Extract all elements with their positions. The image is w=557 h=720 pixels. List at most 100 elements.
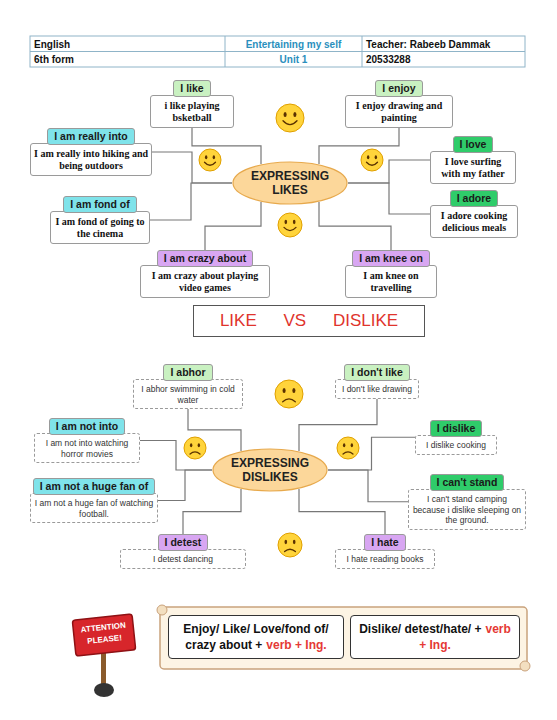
branch-box: I am crazy aboutI am crazy about playing… — [140, 250, 270, 298]
branch-box: I adoreI adore cooking delicious meals — [430, 190, 518, 238]
emoji — [199, 149, 221, 171]
branch-line — [299, 399, 377, 451]
oval-shape — [233, 162, 347, 204]
emoji-eye — [284, 540, 287, 544]
emoji — [278, 533, 302, 557]
table-rule — [362, 36, 363, 67]
example-sentence: i like playing bsketball — [150, 95, 234, 128]
central-label: EXPRESSING LIKES — [247, 169, 333, 197]
branch-heading: I am not into — [49, 418, 125, 435]
branch-line — [348, 160, 430, 183]
example-sentence: I hate reading books — [335, 549, 435, 569]
example-sentence: I am crazy about playing video games — [140, 265, 270, 298]
emoji-face — [278, 533, 302, 557]
example-sentence: I love surfing with my father — [430, 151, 516, 184]
table-rule — [30, 51, 525, 52]
scroll-frame — [157, 605, 530, 671]
example-sentence: I am fond of going to the cinema — [50, 211, 150, 244]
branch-box: I detestI detest dancing — [120, 534, 246, 569]
branch-heading: I am knee on — [352, 250, 430, 267]
branch-heading: I like — [173, 80, 210, 97]
branch-box: I am not intoI am not into watching horr… — [34, 418, 140, 463]
branch-line — [152, 152, 232, 183]
branch-heading: I am not a huge fan of — [33, 478, 156, 495]
example-sentence: I can't stand camping because i dislike … — [408, 489, 526, 530]
example-sentence: I don't like drawing — [335, 379, 419, 399]
emoji — [278, 213, 302, 237]
branch-heading: I adore — [450, 190, 498, 207]
section-title: LIKE VS DISLIKE — [220, 311, 398, 331]
branch-heading: I am really into — [47, 128, 135, 145]
rule-text: Dislike/ detest/hate/ + — [359, 622, 481, 636]
emoji-eye — [283, 388, 286, 393]
emoji-face — [275, 380, 303, 408]
example-sentence: I enjoy drawing and painting — [345, 95, 453, 128]
emoji-mouth — [343, 452, 353, 454]
table-cell: Teacher: Rabeeb Dammak — [366, 38, 521, 51]
branch-box: I dislikeI dislike cooking — [415, 420, 497, 455]
title-box: LIKE VS DISLIKE — [193, 305, 425, 337]
emoji-eye — [284, 220, 287, 224]
example-sentence: I am knee on travelling — [345, 265, 437, 298]
branch-line — [188, 409, 241, 451]
emoji-face — [276, 104, 304, 132]
branch-line — [319, 202, 391, 250]
branch-line — [158, 470, 212, 501]
example-sentence: I am not into watching horror movies — [34, 433, 140, 463]
attention-sign — [72, 614, 135, 697]
emoji-face — [361, 149, 383, 171]
emoji-mouth — [284, 227, 296, 230]
branch-heading: I love — [453, 136, 494, 153]
branch-box: I hateI hate reading books — [335, 534, 435, 569]
branch-heading: I abhor — [163, 364, 212, 381]
emoji-eye — [198, 443, 200, 447]
table-border — [30, 36, 525, 67]
emoji-mouth — [283, 399, 296, 402]
branch-heading: I dislike — [430, 420, 483, 437]
scroll-curl — [520, 661, 530, 671]
branch-heading: I don't like — [344, 364, 410, 381]
branch-box: I am knee onI am knee on travelling — [345, 250, 437, 298]
emoji-eye — [343, 443, 345, 447]
table-cell: Entertaining my self — [225, 38, 362, 51]
emoji-eye — [293, 540, 296, 544]
emoji-eye — [190, 443, 192, 447]
branch-line — [205, 202, 261, 250]
branch-line — [299, 489, 385, 534]
sign-board — [72, 614, 135, 656]
emoji-face — [278, 213, 302, 237]
branch-line — [140, 441, 212, 471]
emoji-eye — [375, 155, 377, 159]
emoji-mouth — [367, 162, 378, 165]
scroll-curl — [157, 605, 167, 615]
emoji-face — [199, 149, 221, 171]
branch-line — [150, 183, 232, 220]
branch-box: I am really intoI am really into hiking … — [30, 128, 152, 176]
scroll-panel — [160, 607, 527, 669]
emoji — [337, 437, 359, 459]
table-rule — [225, 36, 226, 67]
example-sentence: I detest dancing — [120, 549, 246, 569]
branch-heading: I can't stand — [430, 474, 505, 491]
branch-line — [328, 470, 408, 502]
branch-box: I am not a huge fan ofI am not a huge fa… — [30, 478, 158, 523]
branch-heading: I enjoy — [375, 80, 422, 97]
sign-hand — [94, 683, 114, 697]
sign-text: ATTENTION PLEASE! — [79, 620, 129, 649]
rule-box: Enjoy/ Like/ Love/fond of/ crazy about +… — [168, 615, 344, 659]
branch-box: I don't likeI don't like drawing — [335, 364, 419, 399]
table-cell: English — [34, 38, 219, 51]
header-table — [30, 36, 525, 67]
rule-pattern: verb + Ing. — [266, 638, 326, 652]
emoji-eye — [213, 155, 215, 159]
emoji-eye — [293, 220, 296, 224]
emoji — [361, 149, 383, 171]
emoji-eye — [351, 443, 353, 447]
emoji-eye — [284, 112, 287, 117]
branch-box: I likei like playing bsketball — [150, 80, 234, 128]
table-cell: 20533288 — [366, 53, 521, 66]
